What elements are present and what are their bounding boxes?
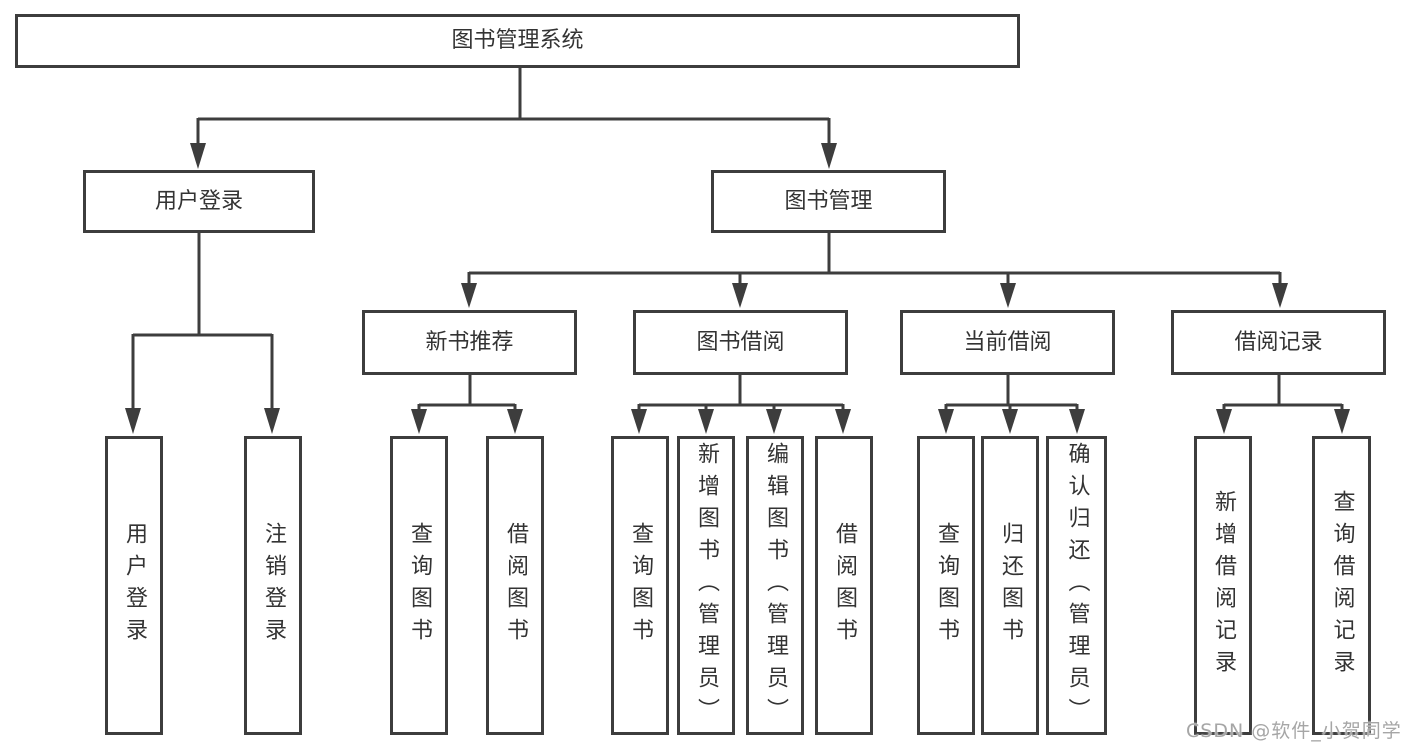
node-leaf-query-book-2: 查询图书: [611, 436, 669, 735]
node-leaf-user-login: 用户登录: [105, 436, 163, 735]
node-leaf-query-book-3: 查询图书: [917, 436, 975, 735]
arrowhead: [766, 409, 782, 434]
node-leaf-confirm-return-admin: 确认归还（管理员）: [1046, 436, 1107, 735]
arrowheads: [125, 143, 1350, 434]
arrowhead: [461, 283, 477, 308]
arrowhead: [938, 409, 954, 434]
arrowhead: [264, 408, 280, 434]
arrowhead: [1334, 409, 1350, 434]
arrowhead: [125, 408, 141, 434]
node-leaf-return-book: 归还图书: [981, 436, 1039, 735]
node-book-borrowing: 图书借阅: [633, 310, 848, 375]
node-leaf-edit-book-admin: 编辑图书（管理员）: [746, 436, 804, 735]
connector-root: [196, 68, 831, 144]
arrowhead: [411, 409, 427, 434]
connector-user-login: [131, 233, 274, 409]
watermark: CSDN @软件_小贺同学: [1186, 720, 1402, 742]
arrowhead: [507, 409, 523, 434]
arrowhead: [732, 283, 748, 308]
connector-book-borrow: [637, 375, 845, 410]
node-leaf-add-book-admin: 新增图书（管理员）: [677, 436, 735, 735]
node-root-system: 图书管理系统: [15, 14, 1020, 68]
arrowhead: [631, 409, 647, 434]
node-leaf-borrow-book-2: 借阅图书: [815, 436, 873, 735]
node-leaf-borrow-book-1: 借阅图书: [486, 436, 544, 735]
connector-book-mgmt: [467, 233, 1282, 284]
arrowhead: [1069, 409, 1085, 434]
node-leaf-query-book-1: 查询图书: [390, 436, 448, 735]
arrowhead: [190, 143, 206, 169]
arrowhead: [1216, 409, 1232, 434]
node-leaf-add-borrow-record: 新增借阅记录: [1194, 436, 1252, 735]
node-borrowing-records: 借阅记录: [1171, 310, 1386, 375]
arrowhead: [1000, 283, 1016, 308]
node-new-book-recommend: 新书推荐: [362, 310, 577, 375]
arrowhead: [835, 409, 851, 434]
node-leaf-logout: 注销登录: [244, 436, 302, 735]
node-current-borrowing: 当前借阅: [900, 310, 1115, 375]
connector-current-borrow: [944, 375, 1079, 410]
node-book-management: 图书管理: [711, 170, 946, 233]
arrowhead: [698, 409, 714, 434]
arrowhead: [1002, 409, 1018, 434]
node-leaf-query-borrow-record: 查询借阅记录: [1312, 436, 1371, 735]
connector-new-book-rec: [417, 375, 517, 410]
connector-borrow-records: [1222, 375, 1344, 410]
node-user-login: 用户登录: [83, 170, 315, 233]
arrowhead: [1272, 283, 1288, 308]
arrowhead: [821, 143, 837, 169]
